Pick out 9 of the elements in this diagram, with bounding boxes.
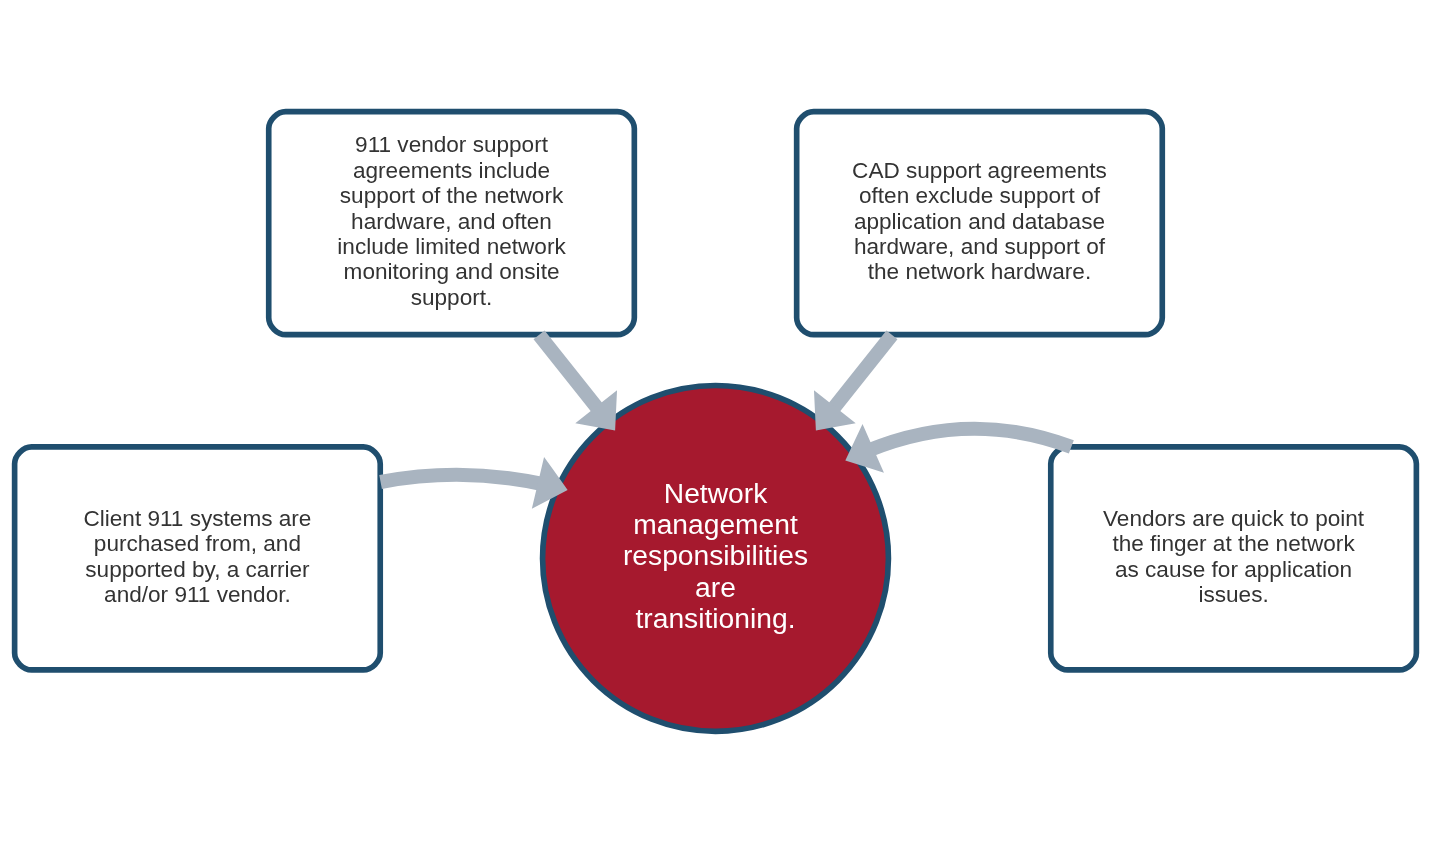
- arrow: [533, 329, 618, 431]
- node-box: CAD support agreements often exclude support of application and database hardware, and support of the network hardware.: [793, 108, 1166, 337]
- arrow: [813, 329, 898, 431]
- node-box: Client 911 systems are purchased from, and supported by, a carrier and/or 911 vendor.: [11, 443, 384, 673]
- arrow: [845, 421, 1074, 473]
- arrow: [379, 456, 568, 509]
- node-box: 911 vendor support agreements include support of the network hardware, and often include limited network monitoring and onsite support.: [265, 108, 638, 337]
- node-box: Vendors are quick to point the finger at the network as cause for application issues.: [1047, 443, 1420, 673]
- node-circle: Network management responsibilities are transitioning.: [539, 382, 892, 734]
